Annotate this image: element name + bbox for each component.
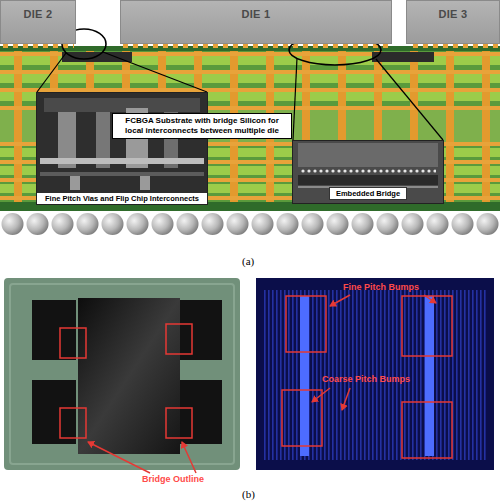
die-block: DIE 1 (120, 0, 392, 44)
node-text: Embedded Bridge (329, 187, 407, 200)
node-text: DIE 1 (241, 8, 270, 20)
die-block: DIE 3 (406, 0, 500, 44)
node-text: FCBGA Substrate with bridge Silicon for … (117, 116, 287, 136)
node-text: DIE 2 (23, 8, 52, 20)
inset-photo: Embedded Bridge (292, 140, 444, 204)
figure-caption: (b) (242, 488, 255, 500)
die-block: DIE 2 (0, 0, 76, 44)
callout-label: Fine Pitch Bumps (343, 282, 419, 292)
figure-caption: (a) (242, 255, 254, 267)
callout-label: Bridge Outline (142, 474, 204, 484)
node-text: DIE 3 (438, 8, 467, 20)
callout-label: Coarse Pitch Bumps (322, 374, 410, 384)
callout-box: FCBGA Substrate with bridge Silicon for … (112, 113, 292, 139)
inset-photo: Fine Pitch Vias and Flip Chip Interconne… (36, 92, 208, 205)
node-text: Fine Pitch Vias and Flip Chip Interconne… (37, 193, 207, 204)
